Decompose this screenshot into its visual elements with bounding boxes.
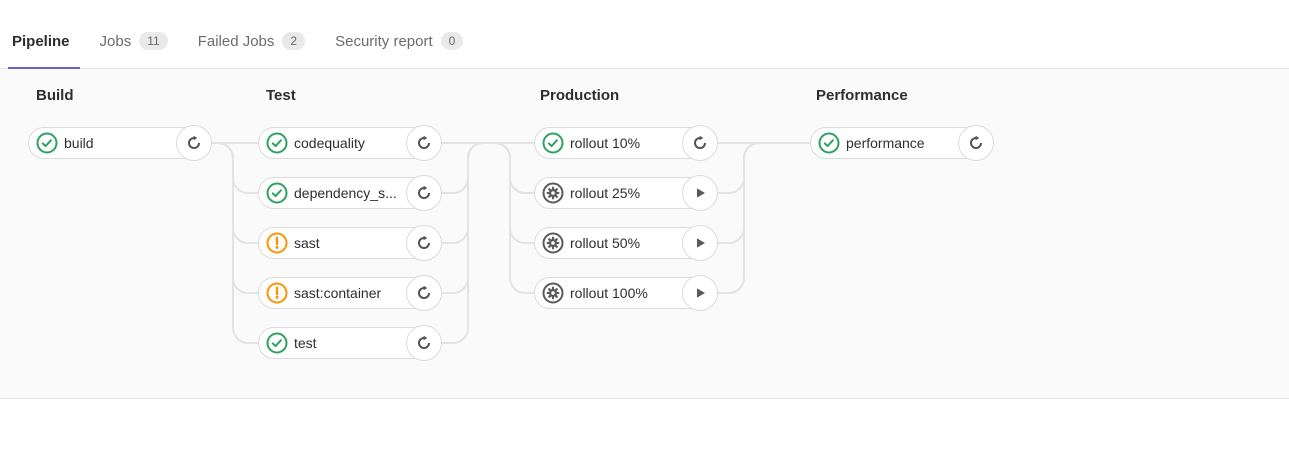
job-build[interactable]: build: [28, 127, 200, 159]
job-rollout-50[interactable]: rollout 50%: [534, 227, 706, 259]
tab-security-report-label: Security report: [335, 32, 433, 50]
job-label: dependency_s...: [294, 185, 397, 201]
retry-button[interactable]: [958, 125, 994, 161]
job-node-performance: performance: [810, 125, 994, 161]
status-warning-icon: [266, 232, 288, 254]
retry-button[interactable]: [176, 125, 212, 161]
play-button[interactable]: [682, 275, 718, 311]
status-success-icon: [266, 182, 288, 204]
job-node-rollout-50: rollout 50%: [534, 225, 718, 261]
retry-icon: [968, 135, 984, 151]
job-node-sast: sast: [258, 225, 442, 261]
tab-failed-jobs-label: Failed Jobs: [197, 32, 275, 50]
job-test[interactable]: test: [258, 327, 430, 359]
job-label: sast:container: [294, 285, 382, 301]
job-node-test: test: [258, 325, 442, 361]
job-label: performance: [846, 135, 925, 151]
job-node-rollout-10: rollout 10%: [534, 125, 718, 161]
job-node-rollout-100: rollout 100%: [534, 275, 718, 311]
connector-lines: [212, 142, 810, 344]
retry-button[interactable]: [406, 325, 442, 361]
stage-header-build: Build: [36, 87, 74, 104]
job-label: codequality: [294, 135, 365, 151]
retry-icon: [416, 135, 432, 151]
job-label: rollout 50%: [570, 235, 641, 251]
status-manual-icon: [542, 182, 564, 204]
failed-jobs-count-badge: 2: [282, 32, 306, 50]
job-dependency-scanning[interactable]: dependency_s...: [258, 177, 430, 209]
retry-icon: [186, 135, 202, 151]
status-success-icon: [542, 132, 564, 154]
retry-button[interactable]: [406, 175, 442, 211]
job-node-sast-container: sast:container: [258, 275, 442, 311]
job-rollout-10[interactable]: rollout 10%: [534, 127, 706, 159]
retry-icon: [416, 235, 432, 251]
job-performance[interactable]: performance: [810, 127, 982, 159]
status-success-icon: [266, 132, 288, 154]
tab-jobs-label: Jobs: [99, 32, 132, 50]
status-success-icon: [818, 132, 840, 154]
retry-icon: [692, 135, 708, 151]
job-node-codequality: codequality: [258, 125, 442, 161]
job-label: build: [64, 135, 94, 151]
status-manual-icon: [542, 232, 564, 254]
stage-header-performance: Performance: [816, 87, 908, 104]
status-success-icon: [36, 132, 58, 154]
job-rollout-25[interactable]: rollout 25%: [534, 177, 706, 209]
tab-pipeline-label: Pipeline: [12, 32, 70, 50]
job-node-rollout-25: rollout 25%: [534, 175, 718, 211]
job-label: rollout 25%: [570, 185, 641, 201]
tab-failed-jobs[interactable]: Failed Jobs 2: [196, 14, 307, 69]
job-label: sast: [294, 235, 320, 251]
tab-jobs[interactable]: Jobs 11: [98, 14, 170, 69]
status-manual-icon: [542, 282, 564, 304]
jobs-count-badge: 11: [139, 32, 168, 50]
job-sast-container[interactable]: sast:container: [258, 277, 430, 309]
retry-icon: [416, 185, 432, 201]
tab-security-report[interactable]: Security report 0: [333, 14, 465, 69]
pipeline-tabs-bar: Pipeline Jobs 11 Failed Jobs 2 Security …: [0, 0, 1289, 70]
job-rollout-100[interactable]: rollout 100%: [534, 277, 706, 309]
pipeline-graph: Build Test Production Performance build …: [0, 69, 1289, 399]
stage-header-production: Production: [540, 87, 620, 104]
job-codequality[interactable]: codequality: [258, 127, 430, 159]
retry-button[interactable]: [406, 225, 442, 261]
retry-icon: [416, 335, 432, 351]
retry-icon: [416, 285, 432, 301]
job-node-dependency-scanning: dependency_s...: [258, 175, 442, 211]
job-sast[interactable]: sast: [258, 227, 430, 259]
play-button[interactable]: [682, 175, 718, 211]
job-label: test: [294, 335, 317, 351]
play-icon: [692, 185, 708, 201]
stage-header-test: Test: [266, 87, 296, 104]
job-label: rollout 10%: [570, 135, 641, 151]
retry-button[interactable]: [406, 125, 442, 161]
job-node-build: build: [28, 125, 212, 161]
security-report-count-badge: 0: [440, 32, 464, 50]
play-icon: [692, 235, 708, 251]
job-label: rollout 100%: [570, 285, 648, 301]
status-warning-icon: [266, 282, 288, 304]
play-icon: [692, 285, 708, 301]
retry-button[interactable]: [682, 125, 718, 161]
status-success-icon: [266, 332, 288, 354]
play-button[interactable]: [682, 225, 718, 261]
tab-pipeline[interactable]: Pipeline: [8, 14, 80, 70]
retry-button[interactable]: [406, 275, 442, 311]
